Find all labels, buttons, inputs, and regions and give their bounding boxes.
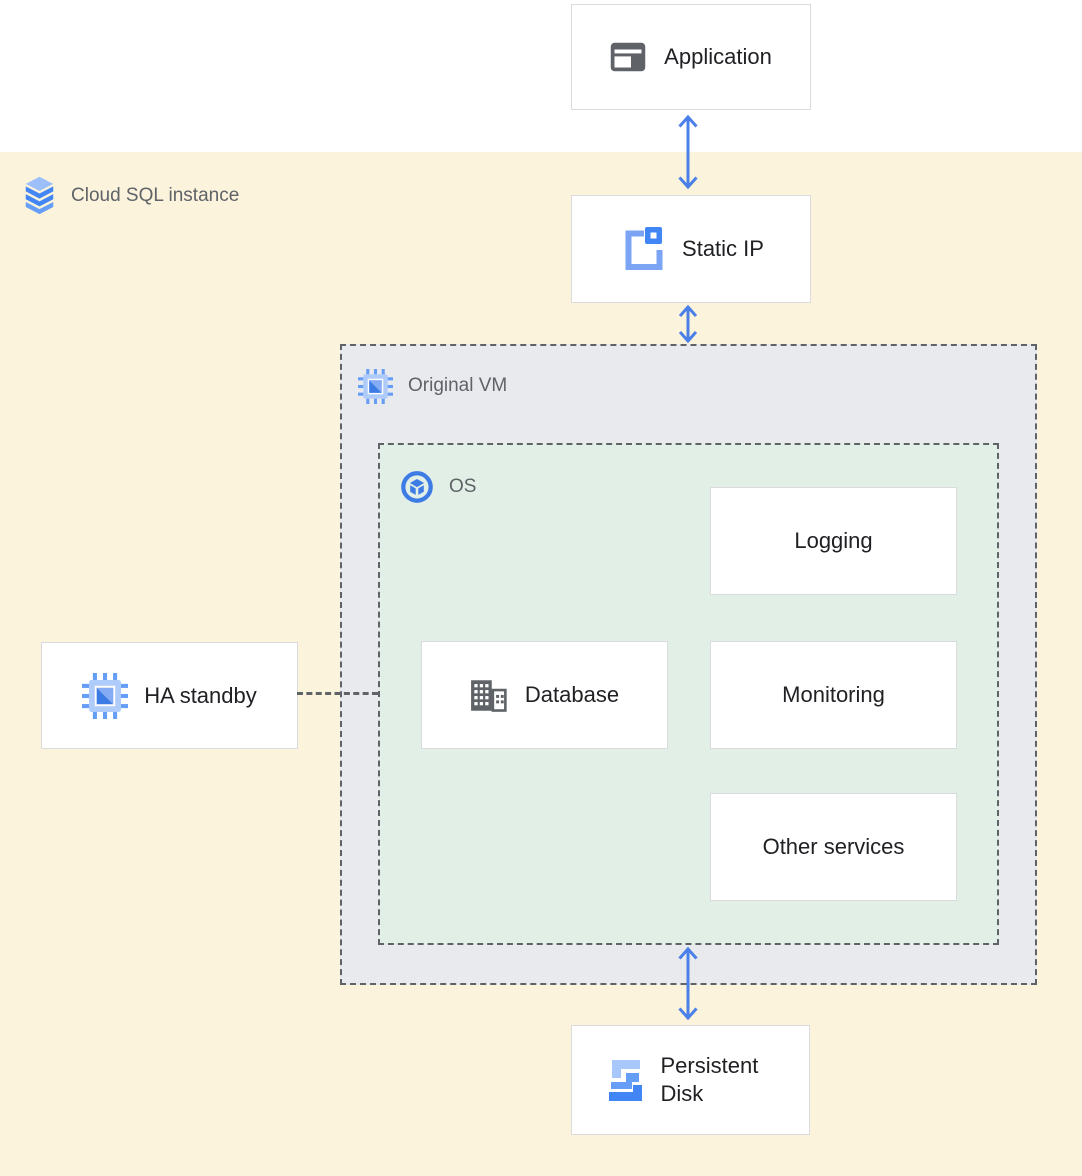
cloud-sql-icon	[25, 176, 54, 215]
cloud-sql-instance-label: Cloud SQL instance	[23, 170, 239, 222]
os-icon	[401, 471, 433, 503]
node-monitoring: Monitoring	[710, 641, 957, 749]
static-ip-icon	[625, 227, 663, 270]
region-label-text: Cloud SQL instance	[71, 185, 240, 206]
other-services-label: Other services	[762, 834, 905, 859]
connector-hastandby-os	[297, 692, 378, 695]
datacenter-icon	[470, 679, 507, 712]
node-persistent-disk: Persistent Disk	[571, 1025, 810, 1135]
application-label: Application	[664, 44, 772, 69]
monitoring-label: Monitoring	[782, 682, 885, 707]
compute-engine-icon	[358, 368, 393, 404]
persistent-disk-label: Persistent Disk	[660, 1053, 759, 1106]
node-other-services: Other services	[710, 793, 957, 901]
node-static-ip: Static IP	[571, 195, 811, 303]
compute-engine-icon	[82, 672, 129, 719]
ha-standby-label: HA standby	[144, 682, 257, 708]
node-ha-standby: HA standby	[41, 642, 298, 749]
application-window-icon	[610, 42, 646, 72]
database-label: Database	[524, 682, 620, 707]
os-label-text: OS	[449, 476, 477, 497]
arrow-staticip-vm	[678, 304, 698, 344]
node-application: Application	[571, 4, 811, 110]
node-database: Database	[421, 641, 668, 749]
vm-label-text: Original VM	[408, 375, 508, 396]
arrow-application-staticip	[678, 114, 698, 190]
logging-label: Logging	[794, 528, 873, 553]
persistent-disk-icon	[608, 1060, 642, 1101]
original-vm-label: Original VM	[358, 366, 507, 406]
arrow-os-persistentdisk	[678, 946, 698, 1021]
node-logging: Logging	[710, 487, 957, 595]
static-ip-label: Static IP	[682, 236, 764, 261]
os-label: OS	[400, 467, 476, 507]
